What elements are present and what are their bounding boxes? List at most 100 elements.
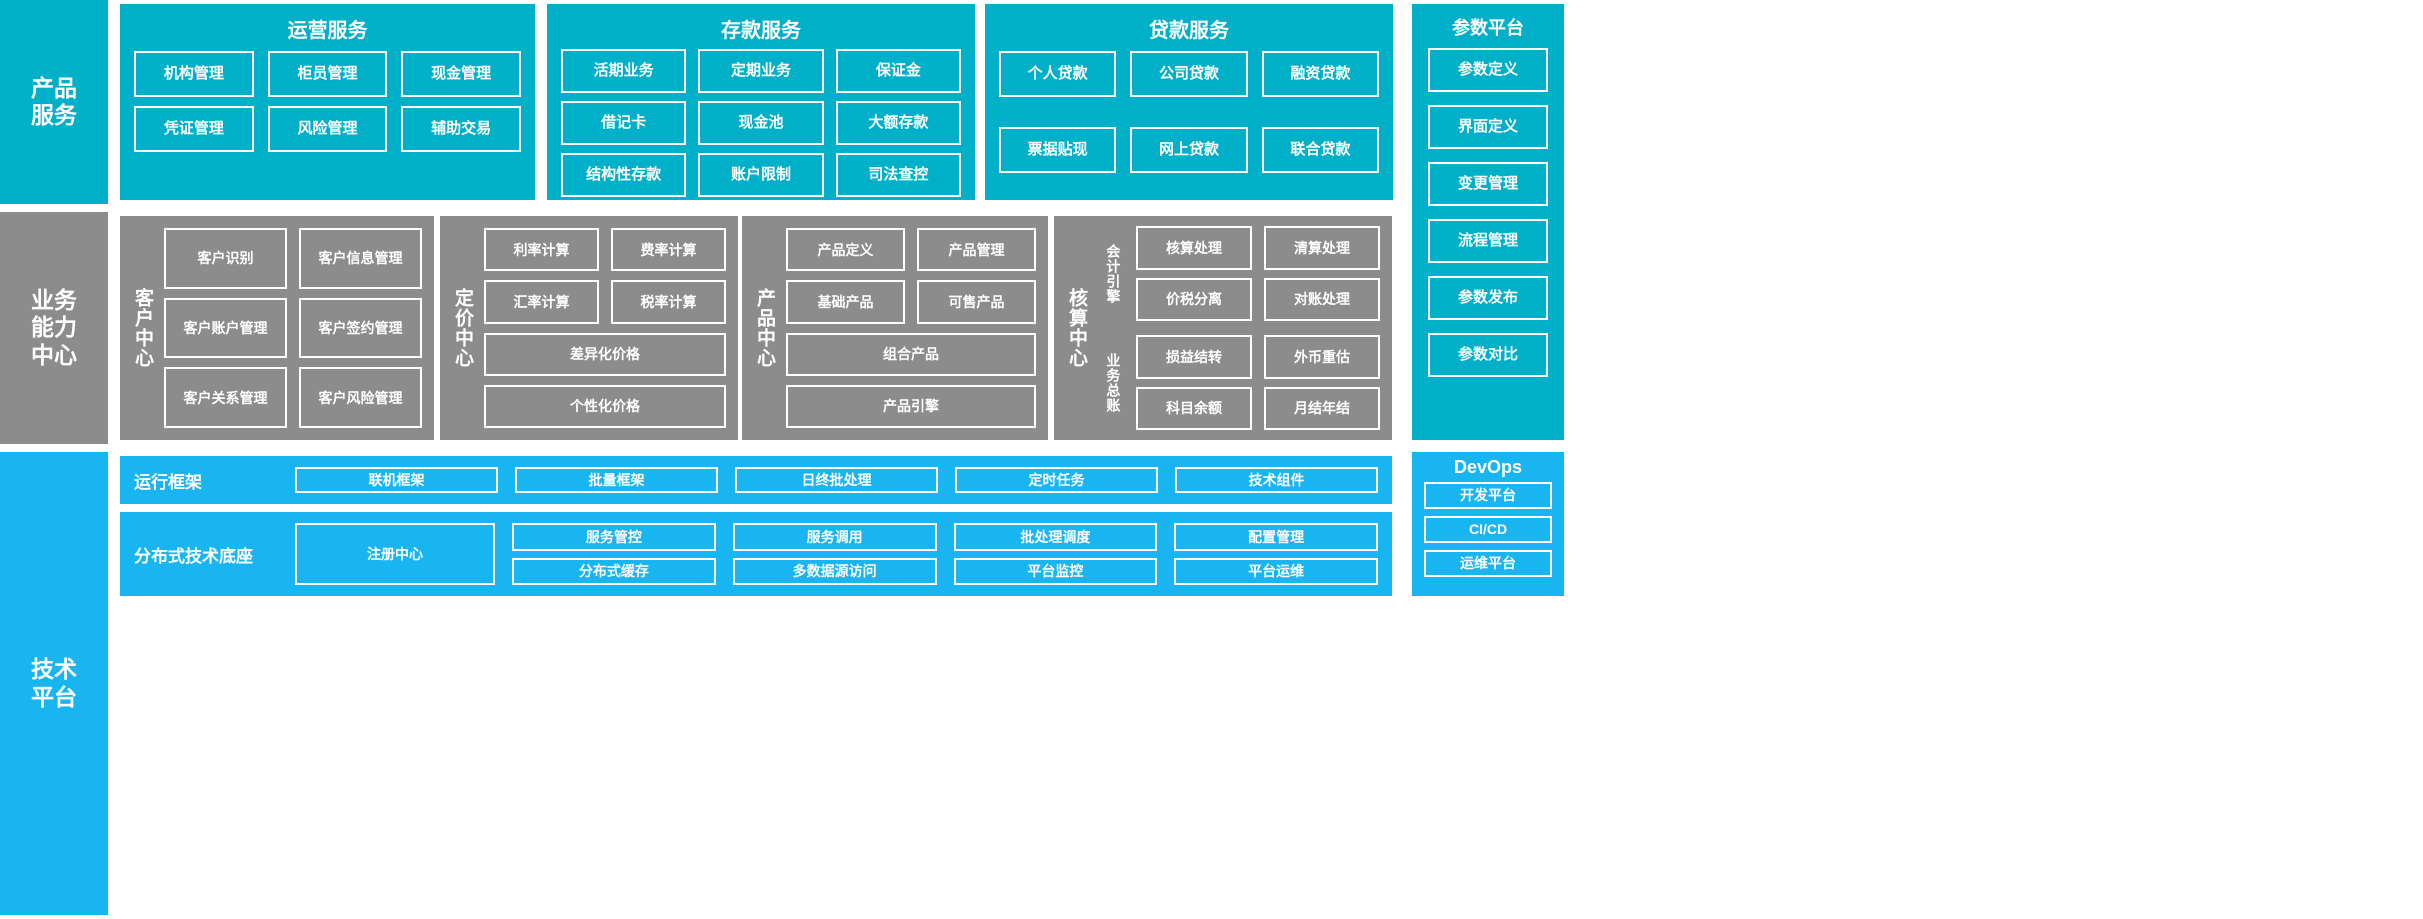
tile-product-definition[interactable]: 产品定义 xyxy=(786,228,905,272)
tile-customer-contract-management[interactable]: 客户签约管理 xyxy=(299,297,422,359)
tile-account-restriction[interactable]: 账户限制 xyxy=(698,153,824,197)
tile-time-deposit[interactable]: 定期业务 xyxy=(698,49,824,93)
tile-voucher-management[interactable]: 凭证管理 xyxy=(134,106,254,152)
tile-demand-deposit[interactable]: 活期业务 xyxy=(561,49,687,93)
tile-large-deposit[interactable]: 大额存款 xyxy=(835,101,961,145)
tile-online-framework[interactable]: 联机框架 xyxy=(295,467,498,493)
tile-service-invocation[interactable]: 服务调用 xyxy=(732,523,937,551)
tile-personal-loan[interactable]: 个人贷款 xyxy=(999,51,1117,97)
loan-services-tiles: 个人贷款 公司贷款 融资贷款 票据贴现 网上贷款 联合贷款 xyxy=(985,51,1393,173)
tile-registry-center[interactable]: 注册中心 xyxy=(295,523,495,585)
tile-parameter-comparison[interactable]: 参数对比 xyxy=(1428,333,1548,377)
distributed-base-column: 服务调用 多数据源访问 xyxy=(732,523,937,585)
distributed-base-column: 服务管控 分布式缓存 xyxy=(512,523,716,585)
tile-basic-product[interactable]: 基础产品 xyxy=(786,280,905,324)
tile-technical-components[interactable]: 技术组件 xyxy=(1175,467,1378,493)
tile-foreign-currency-revaluation[interactable]: 外币重估 xyxy=(1264,335,1380,379)
tile-sellable-product[interactable]: 可售产品 xyxy=(917,280,1036,324)
tile-online-loan[interactable]: 网上贷款 xyxy=(1130,127,1248,173)
group-devops: DevOps 开发平台 CI/CD 运维平台 xyxy=(1412,452,1564,596)
tile-process-management[interactable]: 流程管理 xyxy=(1428,219,1548,263)
tile-scheduled-task[interactable]: 定时任务 xyxy=(955,467,1158,493)
tile-development-platform[interactable]: 开发平台 xyxy=(1424,482,1552,509)
tile-change-management[interactable]: 变更管理 xyxy=(1428,162,1548,206)
tile-differentiated-pricing[interactable]: 差异化价格 xyxy=(484,332,726,376)
customer-center-row: 客户关系管理 客户风险管理 xyxy=(164,367,422,429)
tile-judicial-inquiry[interactable]: 司法查控 xyxy=(835,153,961,197)
group-label-accounting-center: 核算中心 xyxy=(1065,288,1087,368)
accounting-center-body: 会计引擎 核算处理 清算处理 价税分离 对账处理 业务总账 损益结转 外币重估 … xyxy=(1098,216,1392,440)
tile-multi-datasource-access[interactable]: 多数据源访问 xyxy=(732,557,937,585)
tile-batch-framework[interactable]: 批量框架 xyxy=(515,467,718,493)
tile-distributed-cache[interactable]: 分布式缓存 xyxy=(512,557,716,585)
customer-center-row: 客户识别 客户信息管理 xyxy=(164,228,422,289)
pricing-center-row: 利率计算 费率计算 xyxy=(484,228,726,272)
tile-product-management[interactable]: 产品管理 xyxy=(917,228,1036,272)
group-operation-services: 运营服务 机构管理 柜员管理 现金管理 凭证管理 风险管理 辅助交易 xyxy=(120,4,535,200)
row-label-technical-platform: 技术 平台 xyxy=(0,452,108,915)
tile-platform-operations[interactable]: 平台运维 xyxy=(1174,557,1378,585)
tile-exchange-rate-calculation[interactable]: 汇率计算 xyxy=(484,280,599,324)
tile-parameter-definition[interactable]: 参数定义 xyxy=(1428,48,1548,92)
tile-interest-rate-calculation[interactable]: 利率计算 xyxy=(484,228,599,272)
tile-batch-scheduling[interactable]: 批处理调度 xyxy=(953,523,1158,551)
tile-product-engine[interactable]: 产品引擎 xyxy=(786,384,1036,428)
deposit-services-tiles: 活期业务 定期业务 保证金 借记卡 现金池 大额存款 结构性存款 账户限制 司法… xyxy=(547,49,975,197)
tile-margin-deposit[interactable]: 保证金 xyxy=(835,49,961,93)
tile-reconciliation-processing[interactable]: 对账处理 xyxy=(1264,277,1380,321)
group-customer-center: 客户中心 客户识别 客户信息管理 客户账户管理 客户签约管理 客户关系管理 客户… xyxy=(120,216,434,440)
general-ledger-tiles: 损益结转 外币重估 科目余额 月结年结 xyxy=(1136,335,1380,430)
tile-composite-product[interactable]: 组合产品 xyxy=(786,332,1036,376)
tile-ci-cd[interactable]: CI/CD xyxy=(1424,516,1552,543)
tile-settlement-processing[interactable]: 清算处理 xyxy=(1264,226,1380,270)
tile-cash-management[interactable]: 现金管理 xyxy=(401,51,521,97)
caption-distributed-base: 分布式技术底座 xyxy=(134,546,253,566)
tile-account-balance[interactable]: 科目余额 xyxy=(1136,386,1252,430)
tile-institution-management[interactable]: 机构管理 xyxy=(134,51,254,97)
parameter-platform-tiles: 参数定义 界面定义 变更管理 流程管理 参数发布 参数对比 xyxy=(1412,40,1564,377)
tile-cash-pool[interactable]: 现金池 xyxy=(698,101,824,145)
tile-fee-rate-calculation[interactable]: 费率计算 xyxy=(611,228,726,272)
tile-profit-loss-carryover[interactable]: 损益结转 xyxy=(1136,335,1252,379)
tile-tax-rate-calculation[interactable]: 税率计算 xyxy=(611,280,726,324)
pricing-center-row: 汇率计算 税率计算 xyxy=(484,280,726,324)
tile-financing-loan[interactable]: 融资贷款 xyxy=(1261,51,1379,97)
tile-customer-relationship-management[interactable]: 客户关系管理 xyxy=(164,367,287,429)
tile-parameter-release[interactable]: 参数发布 xyxy=(1428,276,1548,320)
tile-accounting-processing[interactable]: 核算处理 xyxy=(1136,226,1252,270)
devops-tiles: 开发平台 CI/CD 运维平台 xyxy=(1412,478,1564,577)
tile-customer-risk-management[interactable]: 客户风险管理 xyxy=(299,367,422,429)
tile-structured-deposit[interactable]: 结构性存款 xyxy=(561,153,687,197)
group-label-product-center: 产品中心 xyxy=(753,288,775,368)
tile-service-governance[interactable]: 服务管控 xyxy=(512,523,716,551)
tile-personalized-pricing[interactable]: 个性化价格 xyxy=(484,384,726,428)
tile-platform-monitoring[interactable]: 平台监控 xyxy=(953,557,1158,585)
tile-teller-management[interactable]: 柜员管理 xyxy=(267,51,388,97)
tile-syndicated-loan[interactable]: 联合贷款 xyxy=(1261,127,1379,173)
accounting-block-accounting-engine: 会计引擎 核算处理 清算处理 价税分离 对账处理 xyxy=(1098,226,1380,321)
distributed-base-column: 批处理调度 平台监控 xyxy=(953,523,1158,585)
tile-bill-discount[interactable]: 票据贴现 xyxy=(999,127,1117,173)
tile-customer-account-management[interactable]: 客户账户管理 xyxy=(164,297,287,359)
group-label-pricing-center: 定价中心 xyxy=(451,288,473,368)
tile-customer-info-management[interactable]: 客户信息管理 xyxy=(299,228,422,289)
customer-center-tiles: 客户识别 客户信息管理 客户账户管理 客户签约管理 客户关系管理 客户风险管理 xyxy=(164,216,434,440)
tile-end-of-day-batch[interactable]: 日终批处理 xyxy=(735,467,938,493)
tile-customer-identification[interactable]: 客户识别 xyxy=(164,228,287,289)
customer-center-row: 客户账户管理 客户签约管理 xyxy=(164,297,422,359)
tile-ops-platform[interactable]: 运维平台 xyxy=(1424,550,1552,577)
group-product-center: 产品中心 产品定义 产品管理 基础产品 可售产品 组合产品 产品引擎 xyxy=(742,216,1048,440)
tile-auxiliary-transaction[interactable]: 辅助交易 xyxy=(401,106,521,152)
operation-services-tiles: 机构管理 柜员管理 现金管理 凭证管理 风险管理 辅助交易 xyxy=(120,51,535,152)
tile-corporate-loan[interactable]: 公司贷款 xyxy=(1130,51,1248,97)
tile-month-year-end-close[interactable]: 月结年结 xyxy=(1264,386,1380,430)
tile-debit-card[interactable]: 借记卡 xyxy=(561,101,687,145)
tile-interface-definition[interactable]: 界面定义 xyxy=(1428,105,1548,149)
group-title-parameter-platform: 参数平台 xyxy=(1452,18,1524,38)
accounting-block-general-ledger: 业务总账 损益结转 外币重估 科目余额 月结年结 xyxy=(1098,335,1380,430)
tile-price-tax-separation[interactable]: 价税分离 xyxy=(1136,277,1252,321)
row-label-business-capability: 业务 能力 中心 xyxy=(0,212,108,444)
tile-risk-management[interactable]: 风险管理 xyxy=(267,106,388,152)
tile-configuration-management[interactable]: 配置管理 xyxy=(1174,523,1378,551)
